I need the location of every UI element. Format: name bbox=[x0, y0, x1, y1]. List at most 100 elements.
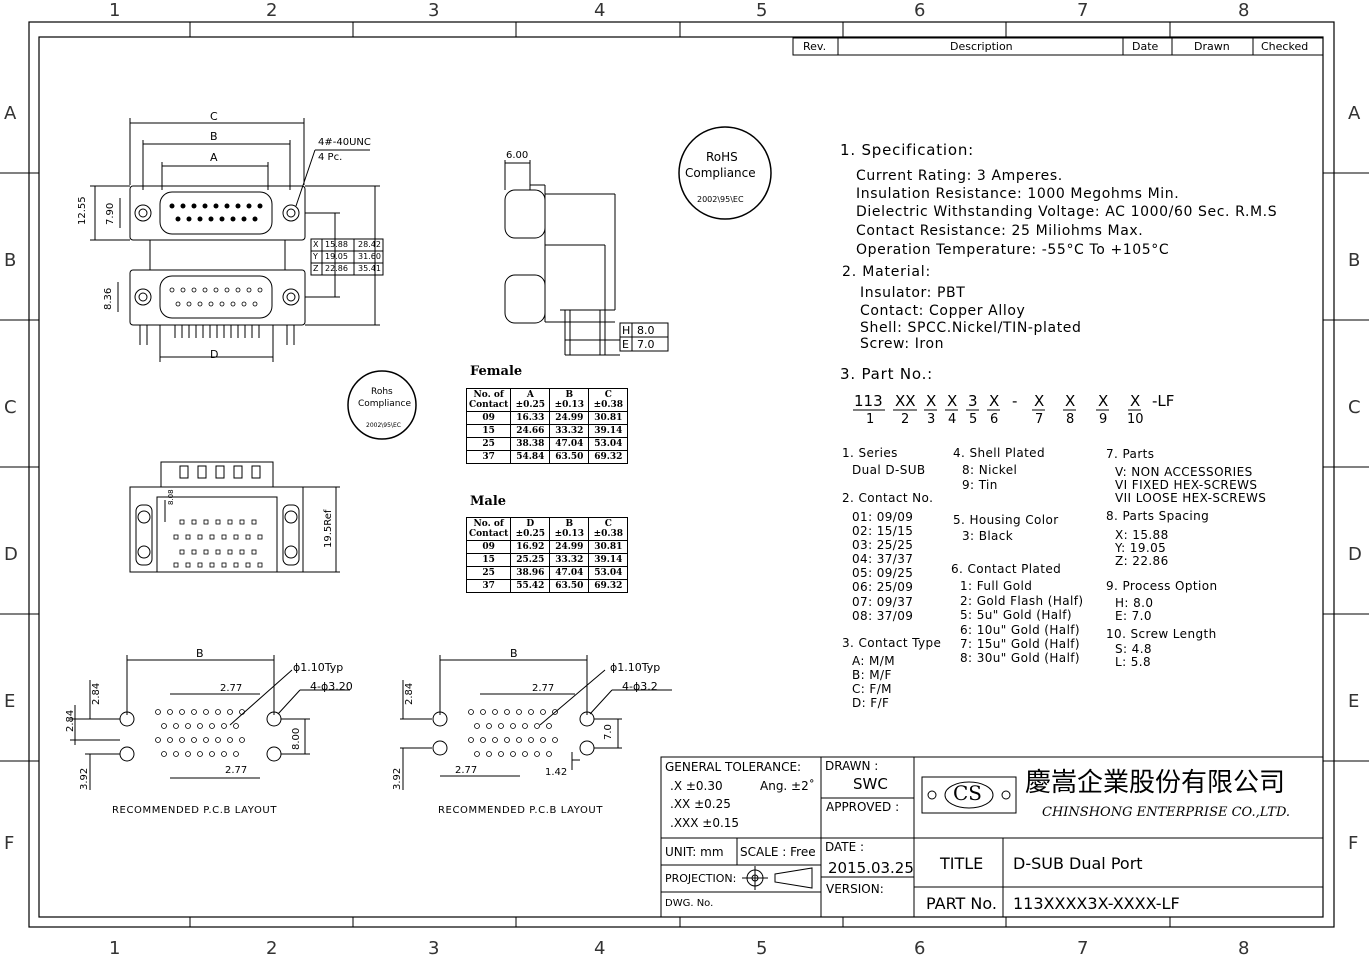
table-cell: 37 bbox=[465, 579, 512, 593]
male-header-b: B ±0.13 bbox=[549, 517, 590, 541]
height-7-90: 7.90 bbox=[105, 202, 116, 225]
pcb-right-caption: RECOMMENDED P.C.B LAYOUT bbox=[438, 805, 604, 816]
side-h-label: H bbox=[622, 324, 631, 337]
front-view-male-pins bbox=[169, 287, 263, 307]
opt-contact-plated-title: 6. Contact Plated bbox=[951, 562, 1062, 576]
tolerance-title: GENERAL TOLERANCE: bbox=[665, 760, 802, 774]
part-code-shell: X bbox=[947, 392, 958, 410]
side-width: 6.00 bbox=[506, 150, 529, 161]
opt-item: 02: 15/15 bbox=[852, 524, 914, 538]
pcb-right-p4: 7.0 bbox=[603, 724, 614, 740]
opt-item: C: F/M bbox=[852, 682, 892, 696]
table-cell: 33.32 bbox=[549, 424, 590, 438]
opt-item: V: NON ACCESSORIES bbox=[1115, 465, 1253, 479]
female-table: No. of Contact A ±0.25 B ±0.13 C ±0.38 0… bbox=[465, 388, 629, 464]
company-name-cn: 慶嵩企業股份有限公司 bbox=[1025, 768, 1286, 798]
pcb-left-p2: 2.84 bbox=[65, 709, 76, 732]
table-cell: 25.25 bbox=[510, 553, 551, 567]
rev-header-checked: Checked bbox=[1261, 40, 1309, 53]
pcb-left-p3: 2.77 bbox=[220, 683, 243, 694]
spec-line: Dielectric Withstanding Voltage: AC 1000… bbox=[856, 204, 1278, 220]
xyz-z-label: Z bbox=[313, 264, 319, 273]
table-cell: 30.81 bbox=[588, 411, 629, 425]
zone-col-8-bottom: 8 bbox=[1238, 938, 1250, 959]
opt-item: 01: 09/09 bbox=[852, 510, 914, 524]
male-header-c: C ±0.38 bbox=[588, 517, 629, 541]
zone-col-1-bottom: 1 bbox=[109, 938, 121, 959]
pcb-left-holes bbox=[155, 709, 245, 757]
table-cell: 24.99 bbox=[549, 411, 590, 425]
table-cell: 69.32 bbox=[588, 450, 629, 464]
table-cell: 53.04 bbox=[588, 566, 629, 580]
opt-item: A: M/M bbox=[852, 654, 896, 668]
part-no-value: 113XXXX3X-XXXX-LF bbox=[1013, 894, 1180, 913]
zone-row-b-right: B bbox=[1348, 250, 1361, 271]
zone-col-5: 5 bbox=[756, 0, 768, 21]
table-cell: 63.50 bbox=[549, 579, 590, 593]
male-table-title: Male bbox=[470, 494, 507, 509]
tolerance-angle: Ang. ±2˚ bbox=[760, 779, 815, 793]
part-code-series: 113 bbox=[854, 392, 883, 410]
opt-item: 1: Full Gold bbox=[960, 579, 1033, 593]
spec-line: Current Rating: 3 Amperes. bbox=[856, 168, 1063, 184]
table-cell: 63.50 bbox=[549, 450, 590, 464]
pcb-right-drawing bbox=[400, 655, 672, 790]
opt-item: VII LOOSE HEX-SCREWS bbox=[1115, 491, 1267, 505]
dwg-no-label: DWG. No. bbox=[665, 898, 714, 909]
zone-col-2: 2 bbox=[266, 0, 278, 21]
part-code-process: X bbox=[1098, 392, 1109, 410]
zone-col-6-bottom: 6 bbox=[914, 938, 926, 959]
date-value: 2015.03.25 bbox=[828, 859, 914, 877]
xyz-x-2: 28.42 bbox=[358, 240, 381, 249]
opt-item: 8: Nickel bbox=[962, 463, 1018, 477]
table-cell: 38.38 bbox=[510, 437, 551, 451]
zone-row-c: C bbox=[4, 397, 17, 418]
table-cell: 38.96 bbox=[510, 566, 551, 580]
female-header-b: B ±0.13 bbox=[549, 388, 590, 412]
front-dim-b: B bbox=[210, 130, 218, 143]
part-idx: 6 bbox=[990, 412, 999, 427]
opt-item: 06: 25/09 bbox=[852, 580, 914, 594]
zone-col-4-bottom: 4 bbox=[594, 938, 606, 959]
opt-item: X: 15.88 bbox=[1115, 528, 1169, 542]
part-code-housing: 3 bbox=[968, 392, 978, 410]
pcb-left-caption: RECOMMENDED P.C.B LAYOUT bbox=[112, 805, 278, 816]
table-cell: 25 bbox=[465, 437, 512, 451]
spec-line: Operation Temperature: -55°C To +105°C bbox=[856, 242, 1170, 258]
opt-item: 9: Tin bbox=[962, 478, 998, 492]
side-view-drawing bbox=[504, 160, 669, 356]
pcb-right-dia: ϕ1.10Typ bbox=[610, 661, 661, 674]
table-cell: 55.42 bbox=[510, 579, 551, 593]
opt-housing-title: 5. Housing Color bbox=[953, 513, 1059, 527]
side-e-label: E bbox=[622, 338, 629, 351]
table-cell: 15 bbox=[465, 424, 512, 438]
tolerance-xxx: .XXX ±0.15 bbox=[670, 816, 740, 830]
zone-row-e-right: E bbox=[1348, 691, 1360, 712]
rohs-large-line3: 2002\95\EC bbox=[697, 195, 744, 204]
bottom-view-drawing bbox=[129, 461, 340, 573]
opt-item: 7: 15u" Gold (Half) bbox=[960, 637, 1081, 651]
opt-item: Z: 22.86 bbox=[1115, 554, 1169, 568]
zone-col-2-bottom: 2 bbox=[266, 938, 278, 959]
opt-series-title: 1. Series bbox=[842, 446, 898, 460]
opt-spacing-title: 8. Parts Spacing bbox=[1106, 509, 1210, 523]
zone-col-8: 8 bbox=[1238, 0, 1250, 21]
male-table: No. of Contact D ±0.25 B ±0.13 C ±0.38 0… bbox=[465, 517, 629, 593]
side-h-value: 8.0 bbox=[637, 324, 655, 337]
part-code-screw: X bbox=[1130, 392, 1141, 410]
company-name-en: CHINSHONG ENTERPRISE CO.,LTD. bbox=[1042, 805, 1291, 820]
part-idx: 7 bbox=[1035, 412, 1044, 427]
rohs-stamp-large bbox=[678, 126, 772, 220]
spec-line: Insulation Resistance: 1000 Megohms Min. bbox=[856, 186, 1180, 202]
zone-row-f-right: F bbox=[1348, 833, 1359, 854]
part-code-parts: X bbox=[1034, 392, 1045, 410]
version-label: VERSION: bbox=[826, 882, 884, 896]
date-label: DATE : bbox=[825, 840, 865, 854]
table-cell: 24.99 bbox=[549, 540, 590, 554]
male-header-d: D ±0.25 bbox=[510, 517, 551, 541]
part-idx: 2 bbox=[901, 412, 910, 427]
table-cell: 47.04 bbox=[549, 566, 590, 580]
screw-note: 4#-40UNC bbox=[318, 137, 371, 148]
projection-label: PROJECTION: bbox=[665, 872, 737, 885]
rev-header-drawn: Drawn bbox=[1194, 40, 1230, 53]
